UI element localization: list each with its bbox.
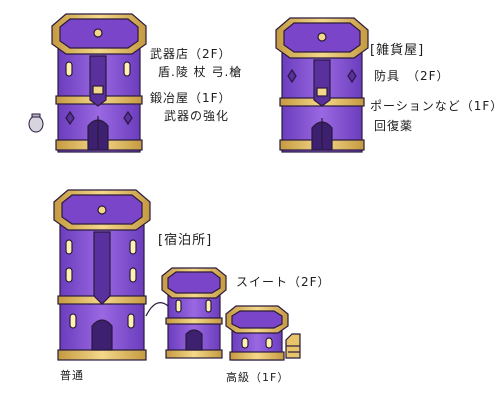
weapon-shop-line-2: 盾.陵 杖 弓.槍 [158, 65, 243, 79]
tower-general-store [275, 17, 369, 153]
general-store-line-2: ポーションなど（1F） [370, 99, 500, 113]
weapon-shop-line-1: 武器店（2F） [150, 47, 232, 61]
tower-inn-suite [161, 267, 227, 359]
general-store-title: [雑貨屋] [370, 43, 425, 58]
bridge [145, 302, 169, 317]
weapon-shop-line-3: 鍛冶屋（1F） [150, 91, 232, 105]
inn-title: [宿泊所] [158, 233, 213, 248]
tower-weapon-shop [51, 13, 147, 153]
inn-suite-label: スイート（2F） [236, 275, 331, 289]
weapon-shop-line-4: 武器の強化 [164, 109, 230, 123]
tower-inn-deluxe [225, 305, 301, 361]
general-store-line-3: 回復薬 [374, 119, 414, 133]
pot [28, 113, 44, 133]
general-store-line-1: 防具 （2F） [374, 69, 450, 83]
tower-inn-main [53, 189, 151, 361]
inn-normal-label: 普通 [60, 369, 84, 382]
inn-deluxe-label: 高級（1F） [226, 371, 290, 384]
